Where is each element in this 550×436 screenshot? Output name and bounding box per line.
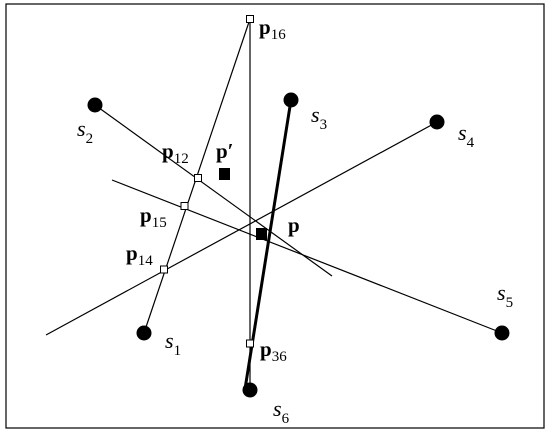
site-s3 xyxy=(283,92,299,108)
label-s1: s1 xyxy=(165,328,181,359)
label-p-prime: p′ xyxy=(216,139,234,163)
diagram-frame xyxy=(5,3,545,429)
point-p15-marker xyxy=(180,202,189,210)
point-p36-marker xyxy=(246,339,254,348)
label-s6: s6 xyxy=(273,396,290,427)
label-s3: s3 xyxy=(311,102,327,133)
line-s5-to-left xyxy=(111,179,503,334)
point-p-prime-marker xyxy=(219,168,230,180)
label-p14: p14 xyxy=(126,241,153,269)
site-s4 xyxy=(429,114,445,130)
label-p16: p16 xyxy=(259,15,286,43)
label-p36: p36 xyxy=(260,337,287,365)
point-p-marker xyxy=(256,228,267,240)
label-p: p xyxy=(288,213,300,237)
site-s1 xyxy=(136,325,152,341)
site-s2 xyxy=(87,97,103,113)
point-p12-marker xyxy=(194,174,202,182)
site-s5 xyxy=(494,325,510,341)
label-s5: s5 xyxy=(497,280,513,311)
label-p12: p12 xyxy=(162,139,189,167)
label-s4: s4 xyxy=(458,120,475,151)
label-s2: s2 xyxy=(77,116,93,147)
label-p15: p15 xyxy=(140,203,167,231)
line-s4-to-left xyxy=(45,121,438,336)
point-p14-marker xyxy=(160,265,168,274)
point-p16-marker xyxy=(246,15,254,23)
line-s2-to-right xyxy=(94,104,333,277)
site-s6 xyxy=(242,382,258,398)
